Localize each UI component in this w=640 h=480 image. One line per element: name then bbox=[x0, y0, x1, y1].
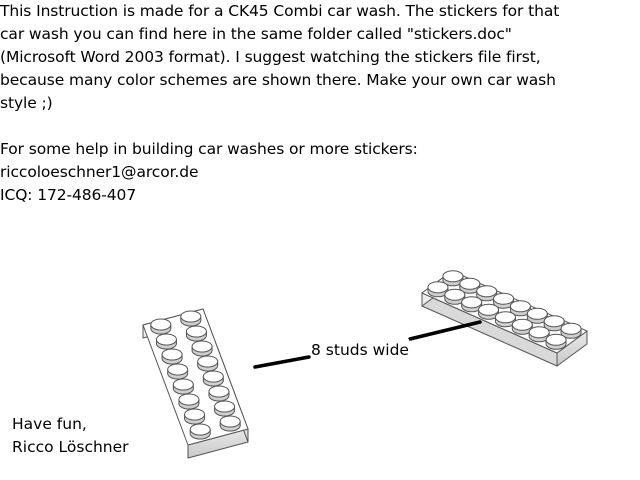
plate-stud bbox=[185, 325, 207, 342]
plate-stud bbox=[184, 408, 206, 425]
plate-stud bbox=[444, 288, 466, 305]
plate-stud bbox=[545, 333, 567, 350]
instruction-text: This Instruction is made for a CK45 Comb… bbox=[0, 0, 640, 207]
plate-stud bbox=[476, 285, 498, 302]
plate-stud bbox=[202, 370, 224, 387]
left-plate-2x8 bbox=[142, 308, 249, 459]
email-address: riccoloeschner1@arcor.de bbox=[0, 163, 199, 181]
plate-top-face bbox=[421, 270, 588, 354]
instruction-line-1: This Instruction is made for a CK45 Comb… bbox=[0, 2, 560, 20]
plate-stud bbox=[155, 333, 177, 350]
plate-side-face bbox=[187, 428, 249, 459]
plate-stud bbox=[543, 315, 565, 332]
signoff-author: Ricco Löschner bbox=[12, 438, 129, 456]
signoff-greeting: Have fun, bbox=[12, 415, 87, 433]
plate-stud bbox=[167, 363, 189, 380]
plate-stud bbox=[189, 423, 211, 440]
plate-top-face bbox=[142, 308, 249, 446]
instruction-line-2: car wash you can find here in the same f… bbox=[0, 25, 512, 43]
paragraph-gap bbox=[0, 115, 640, 138]
plate-stud bbox=[197, 355, 219, 372]
plate-stud bbox=[178, 393, 200, 410]
plate-front-face bbox=[421, 292, 558, 367]
plate-stud bbox=[180, 310, 202, 327]
pointer-line-right bbox=[408, 320, 482, 341]
plate-stud bbox=[161, 348, 183, 365]
plate-stud bbox=[427, 281, 449, 298]
instruction-line-3: (Microsoft Word 2003 format). I suggest … bbox=[0, 48, 541, 66]
plate-stud bbox=[526, 307, 548, 324]
plate-stud bbox=[560, 322, 582, 339]
plate-end-face bbox=[142, 308, 204, 339]
plate-stud bbox=[459, 277, 481, 294]
signoff: Have fun, Ricco Löschner bbox=[12, 413, 129, 459]
plate-stud bbox=[461, 296, 483, 313]
help-text: For some help in building car washes or … bbox=[0, 140, 418, 158]
plate-stud bbox=[214, 400, 236, 417]
studs-width-label: 8 studs wide bbox=[311, 339, 409, 361]
plate-stud bbox=[219, 415, 241, 432]
plate-stud bbox=[150, 318, 172, 335]
plate-end-face bbox=[421, 270, 453, 307]
plate-stud bbox=[208, 385, 230, 402]
plate-stud bbox=[172, 378, 194, 395]
instruction-line-5: style ;) bbox=[0, 94, 53, 112]
plate-stud bbox=[511, 318, 533, 335]
plate-stud bbox=[494, 311, 516, 328]
pointer-line-left bbox=[253, 355, 311, 369]
plate-stud bbox=[478, 303, 500, 320]
plate-front-face bbox=[202, 308, 249, 443]
right-plate-2x8 bbox=[421, 270, 588, 367]
plate-stud bbox=[442, 270, 464, 287]
plate-stud bbox=[191, 340, 213, 357]
plate-stud bbox=[493, 292, 515, 309]
icq-number: ICQ: 172-486-407 bbox=[0, 186, 137, 204]
plate-stud bbox=[509, 300, 531, 317]
plate-side-face bbox=[556, 330, 588, 367]
instruction-line-4: because many color schemes are shown the… bbox=[0, 71, 556, 89]
plate-stud bbox=[528, 326, 550, 343]
